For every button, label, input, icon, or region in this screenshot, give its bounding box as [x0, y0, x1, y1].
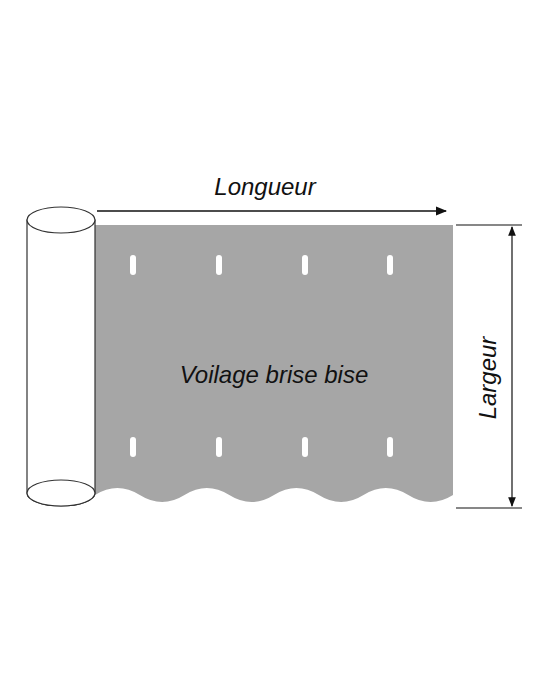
fabric-area: Voilage brise bise	[100, 300, 448, 450]
slot	[130, 437, 136, 457]
fabric-sheet	[95, 225, 453, 502]
hanging-slots	[130, 255, 393, 457]
product-name: Voilage brise bise	[180, 361, 369, 389]
slot	[130, 255, 136, 275]
roll-cylinder	[27, 207, 95, 506]
width-dimension	[456, 225, 522, 508]
slot	[387, 255, 393, 275]
slot	[302, 437, 308, 457]
slot	[302, 255, 308, 275]
width-label: Largeur	[474, 337, 502, 420]
slot	[387, 437, 393, 457]
length-label: Longueur	[214, 173, 315, 201]
length-arrow	[97, 210, 446, 211]
slot	[216, 255, 222, 275]
slot	[216, 437, 222, 457]
